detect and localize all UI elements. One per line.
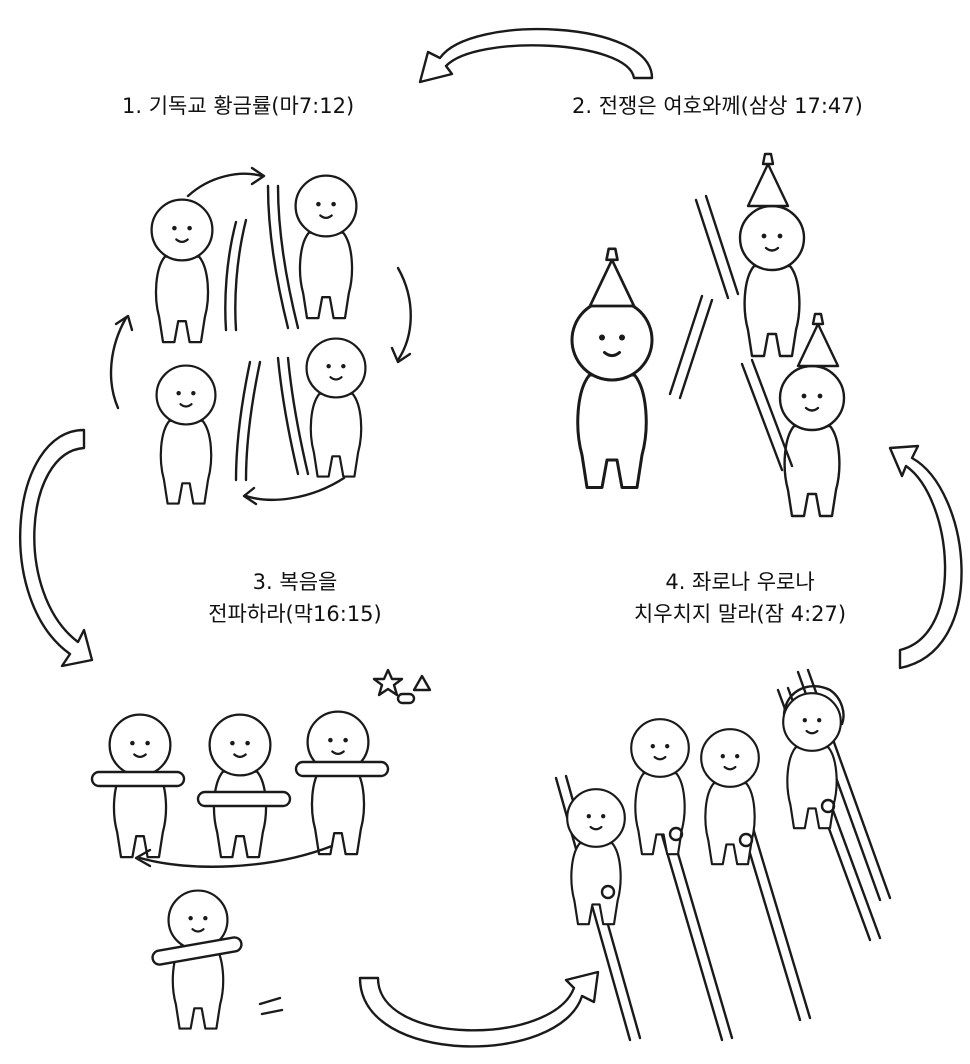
panel-4-illustration — [554, 668, 892, 1042]
panel-3-illustration — [90, 668, 432, 1030]
label-battle-is-the-lords: 2. 전쟁은 여호와께(삼상 17:47) — [572, 94, 863, 118]
cycle-arrow-left — [19, 428, 94, 668]
label-preach-gospel-line1: 3. 복음을 — [252, 570, 338, 594]
panel-1-illustration — [109, 166, 412, 506]
label-do-not-turn-line1: 4. 좌로나 우로나 — [665, 570, 815, 594]
cycle-arrow-right — [888, 444, 963, 670]
label-preach-gospel-line2: 전파하라(막16:15) — [208, 602, 382, 626]
panel-2-illustration — [570, 152, 846, 518]
cycle-arrow-bottom — [358, 970, 600, 1048]
cycle-arrow-top — [418, 27, 654, 84]
label-do-not-turn-line2: 치우치지 말라(잠 4:27) — [633, 602, 847, 626]
label-golden-rule: 1. 기독교 황금률(마7:12) — [122, 94, 355, 118]
